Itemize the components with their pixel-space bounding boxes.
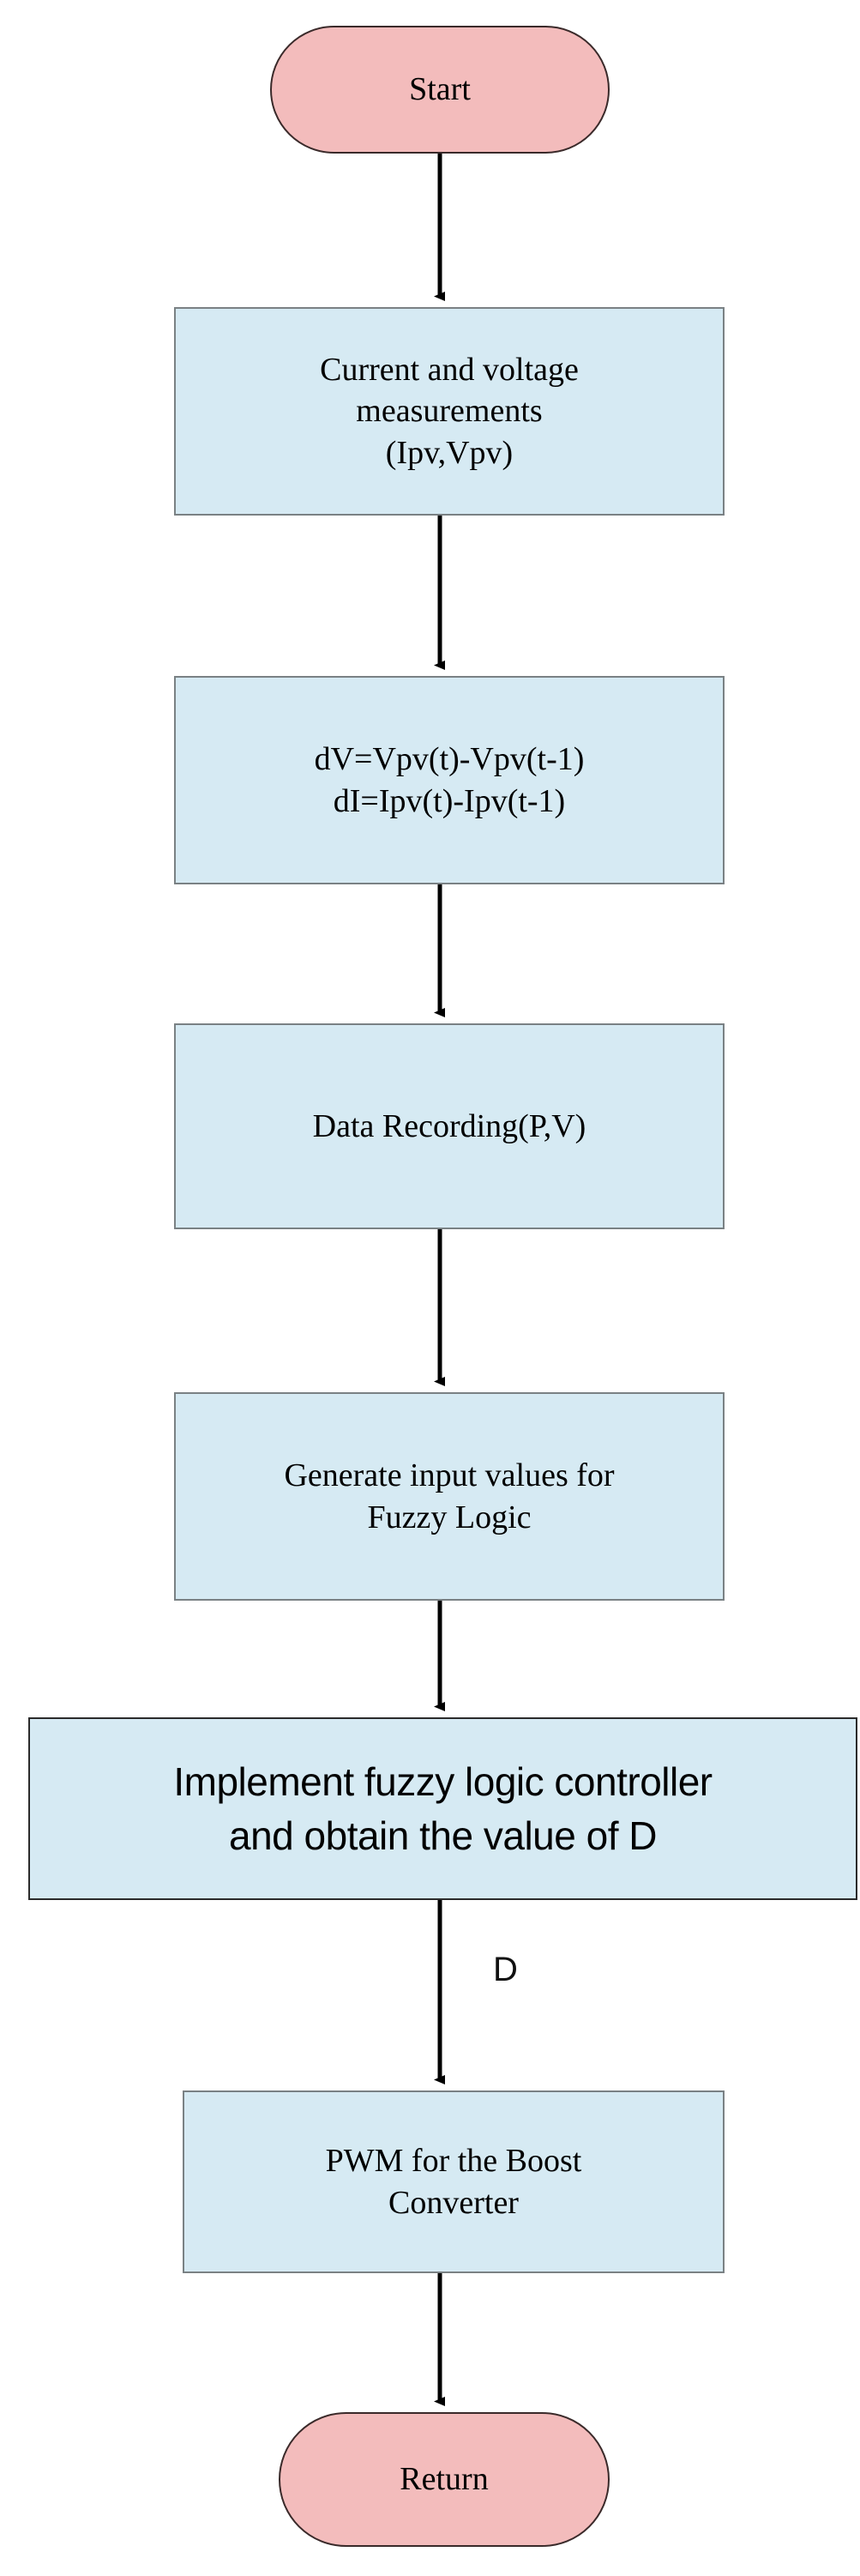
node-current-voltage-measurements[interactable]: Current and voltage measurements (Ipv,Vp… xyxy=(174,307,725,516)
node-implement-fuzzy-controller-label: Implement fuzzy logic controller and obt… xyxy=(173,1759,713,1858)
edge-label-duty-cycle: D xyxy=(493,1951,518,1988)
node-start-label: Start xyxy=(409,71,471,108)
node-delta-computation[interactable]: dV=Vpv(t)-Vpv(t-1) dI=Ipv(t)-Ipv(t-1) xyxy=(174,676,725,884)
node-return[interactable]: Return xyxy=(279,2412,610,2547)
node-generate-fuzzy-inputs-label: Generate input values for Fuzzy Logic xyxy=(284,1457,615,1535)
node-return-label: Return xyxy=(400,2461,489,2498)
node-pwm-boost-converter[interactable]: PWM for the Boost Converter xyxy=(183,2090,725,2273)
node-start[interactable]: Start xyxy=(270,26,610,154)
node-implement-fuzzy-controller[interactable]: Implement fuzzy logic controller and obt… xyxy=(28,1717,857,1900)
node-data-recording[interactable]: Data Recording(P,V) xyxy=(174,1023,725,1229)
node-delta-computation-label: dV=Vpv(t)-Vpv(t-1) dI=Ipv(t)-Ipv(t-1) xyxy=(314,740,585,819)
node-current-voltage-measurements-label: Current and voltage measurements (Ipv,Vp… xyxy=(320,351,579,471)
node-pwm-boost-converter-label: PWM for the Boost Converter xyxy=(325,2142,582,2221)
node-generate-fuzzy-inputs[interactable]: Generate input values for Fuzzy Logic xyxy=(174,1392,725,1601)
node-data-recording-label: Data Recording(P,V) xyxy=(312,1107,586,1144)
